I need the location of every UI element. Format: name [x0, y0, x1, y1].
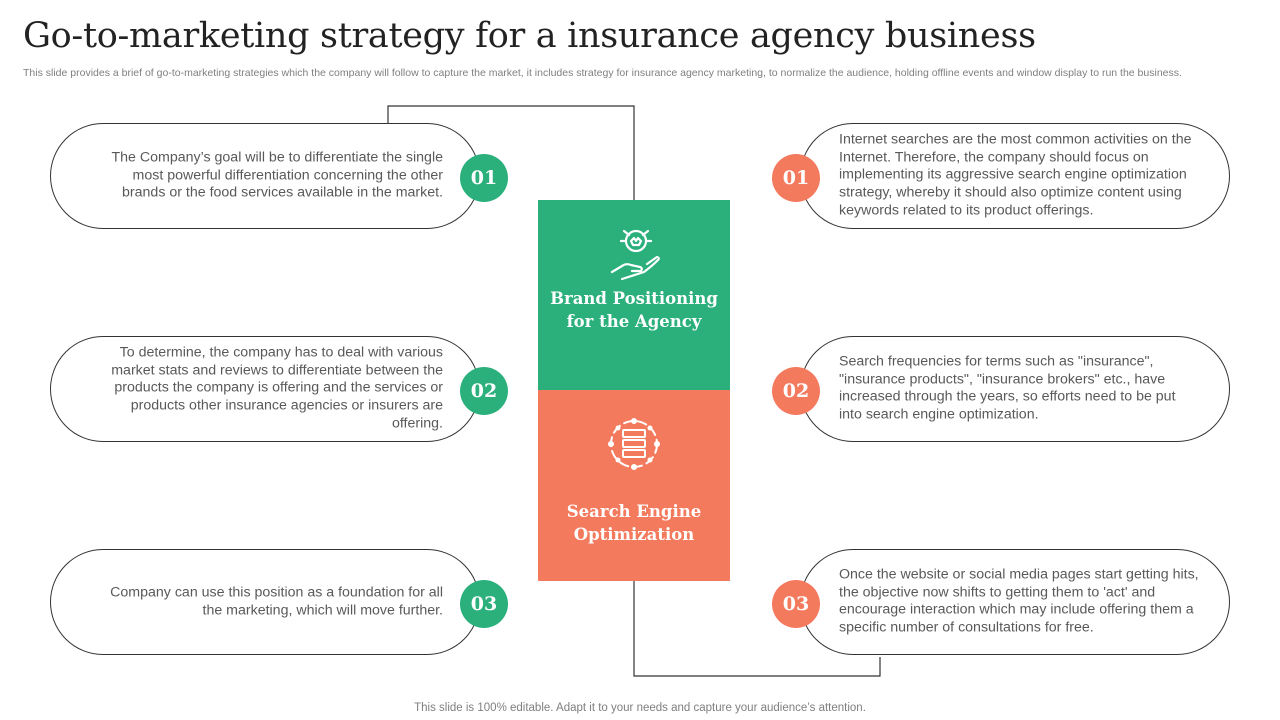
brand-positioning-panel: Brand Positioning for the Agency	[538, 200, 730, 390]
right-pill-03: Once the website or social media pages s…	[800, 549, 1230, 655]
left-pill-02: To determine, the company has to deal wi…	[50, 336, 480, 442]
hand-holding-badge-icon	[610, 229, 660, 281]
right-badge-01: 01	[772, 154, 820, 202]
left-pill-text-01: The Company’s goal will be to differenti…	[111, 149, 443, 201]
right-pill-text-02: Search frequencies for terms such as "in…	[839, 353, 1176, 423]
right-pill-text-03: Once the website or social media pages s…	[839, 566, 1199, 636]
seo-panel: Search Engine Optimization	[538, 390, 730, 581]
left-pill-text-03: Company can use this position as a found…	[110, 584, 443, 618]
left-badge-01: 01	[460, 154, 508, 202]
slide-subtitle: This slide provides a brief of go-to-mar…	[23, 67, 1182, 79]
right-pill-02: Search frequencies for terms such as "in…	[800, 336, 1230, 442]
left-pill-text-02: To determine, the company has to deal wi…	[111, 344, 443, 432]
right-pill-text-01: Internet searches are the most common ac…	[839, 131, 1192, 219]
right-badge-02: 02	[772, 367, 820, 415]
slide-footer: This slide is 100% editable. Adapt it to…	[414, 702, 866, 714]
left-pill-03: Company can use this position as a found…	[50, 549, 480, 655]
brand-positioning-label: Brand Positioning for the Agency	[550, 289, 718, 331]
left-badge-03: 03	[460, 580, 508, 628]
left-pill-01: The Company’s goal will be to differenti…	[50, 123, 480, 229]
left-badge-02: 02	[460, 367, 508, 415]
seo-label: Search Engine Optimization	[566, 502, 702, 544]
right-pill-01: Internet searches are the most common ac…	[800, 123, 1230, 229]
right-badge-03: 03	[772, 580, 820, 628]
server-network-icon	[608, 418, 660, 470]
slide-title: Go-to-marketing strategy for a insurance…	[23, 16, 1036, 56]
